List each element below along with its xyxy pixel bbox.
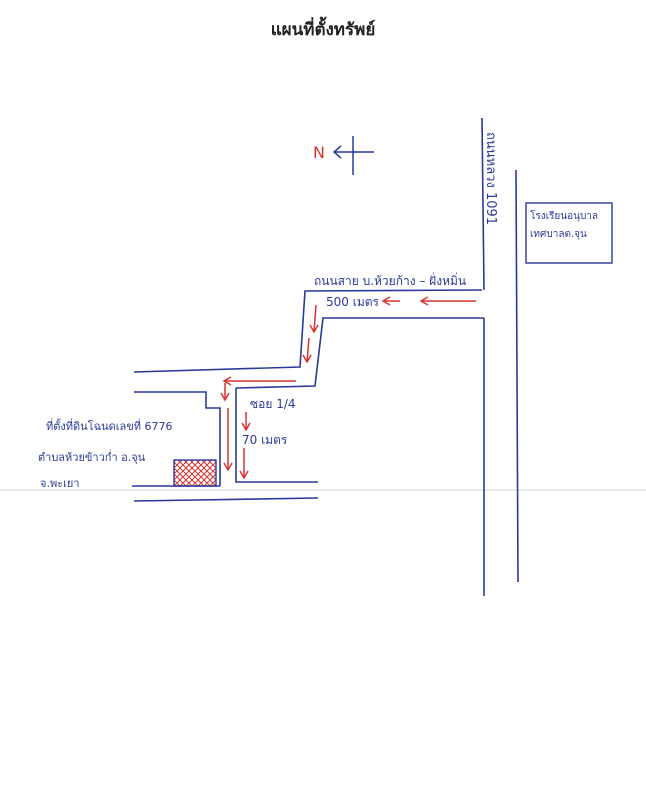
property-line-1: ที่ตั้งที่ดินโฉนดเลขที่ 6776 <box>46 418 173 433</box>
main-highway-label: ถนนหลวง 1091 <box>483 132 498 225</box>
distance-soi-label: 70 เมตร <box>242 433 288 447</box>
property-line-2: ตำบลห้วยข้าวก่ำ อ.จุน <box>38 449 146 464</box>
distance-connecting-label: 500 เมตร <box>326 295 380 309</box>
connecting-road-label: ถนนสาย บ.ห้วยก้าง – ฝั่งหมิ่น <box>314 272 466 288</box>
route-arrows <box>220 296 476 480</box>
school-label: โรงเรียนอนุบาลเทศบาลต.จุน <box>530 209 598 240</box>
compass-north-label: N <box>313 143 325 162</box>
page-title: แผนที่ตั้งทรัพย์ <box>270 20 376 40</box>
property-parcel <box>173 459 217 487</box>
soi-label: ซอย 1/4 <box>250 397 296 411</box>
main-highway <box>481 117 519 596</box>
school-landmark-box <box>525 202 613 264</box>
property-line-3: จ.พะเยา <box>40 477 79 490</box>
north-arrow-icon <box>332 136 374 175</box>
